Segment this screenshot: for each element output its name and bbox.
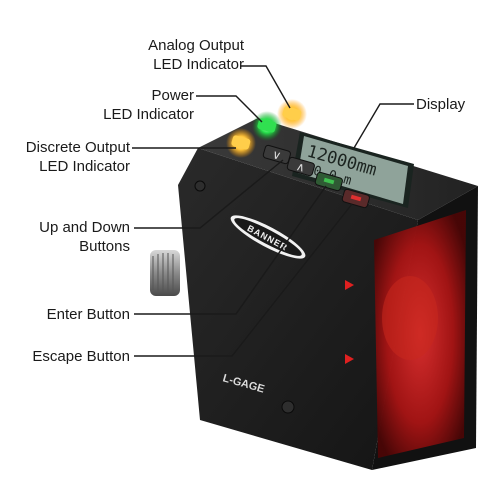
callout-escape-line1: Escape Button (32, 348, 130, 365)
leader-power (196, 95, 263, 123)
lens-element (382, 276, 438, 360)
escape-button[interactable] (341, 188, 371, 209)
up-button[interactable]: ∧ (286, 156, 316, 177)
enter-icon (323, 177, 335, 185)
leader-up-down (134, 159, 284, 229)
callout-enter-line1: Enter Button (46, 306, 130, 323)
callout-discrete-output: Discrete Output LED Indicator (4, 138, 130, 176)
leader-enter (134, 185, 327, 315)
callout-power-line1: Power (151, 87, 194, 104)
escape-icon (350, 194, 362, 202)
leader-analog-output (240, 65, 291, 109)
callout-up-down-line1: Up and Down (39, 219, 130, 236)
screw-top-left (194, 180, 206, 192)
callout-up-down-line2: Buttons (79, 238, 130, 255)
leader-lines (132, 65, 414, 357)
callout-power-line2: LED Indicator (103, 106, 194, 123)
callout-display: Display (416, 95, 486, 114)
leader-escape (134, 203, 353, 357)
screw-bottom (281, 400, 295, 414)
callout-analog-output-line2: LED Indicator (153, 56, 244, 73)
down-button[interactable]: ∨ (262, 144, 292, 165)
chevron-up-icon: ∧ (295, 159, 307, 175)
callout-power: Power LED Indicator (70, 86, 194, 124)
callout-analog-output-line1: Analog Output (148, 37, 244, 54)
callout-enter: Enter Button (10, 305, 130, 324)
alignment-mark-top (345, 280, 354, 290)
callout-analog-output: Analog Output LED Indicator (100, 36, 244, 74)
callout-discrete-output-line2: LED Indicator (39, 158, 130, 175)
callout-discrete-output-line1: Discrete Output (25, 139, 130, 156)
chevron-down-icon: ∨ (271, 147, 283, 163)
connector (150, 250, 180, 296)
callout-display-line1: Display (416, 96, 466, 113)
callout-up-down: Up and Down Buttons (10, 218, 130, 256)
enter-button[interactable] (314, 171, 344, 192)
alignment-mark-bottom (345, 354, 354, 364)
callout-escape: Escape Button (4, 347, 130, 366)
leader-display (353, 103, 414, 149)
